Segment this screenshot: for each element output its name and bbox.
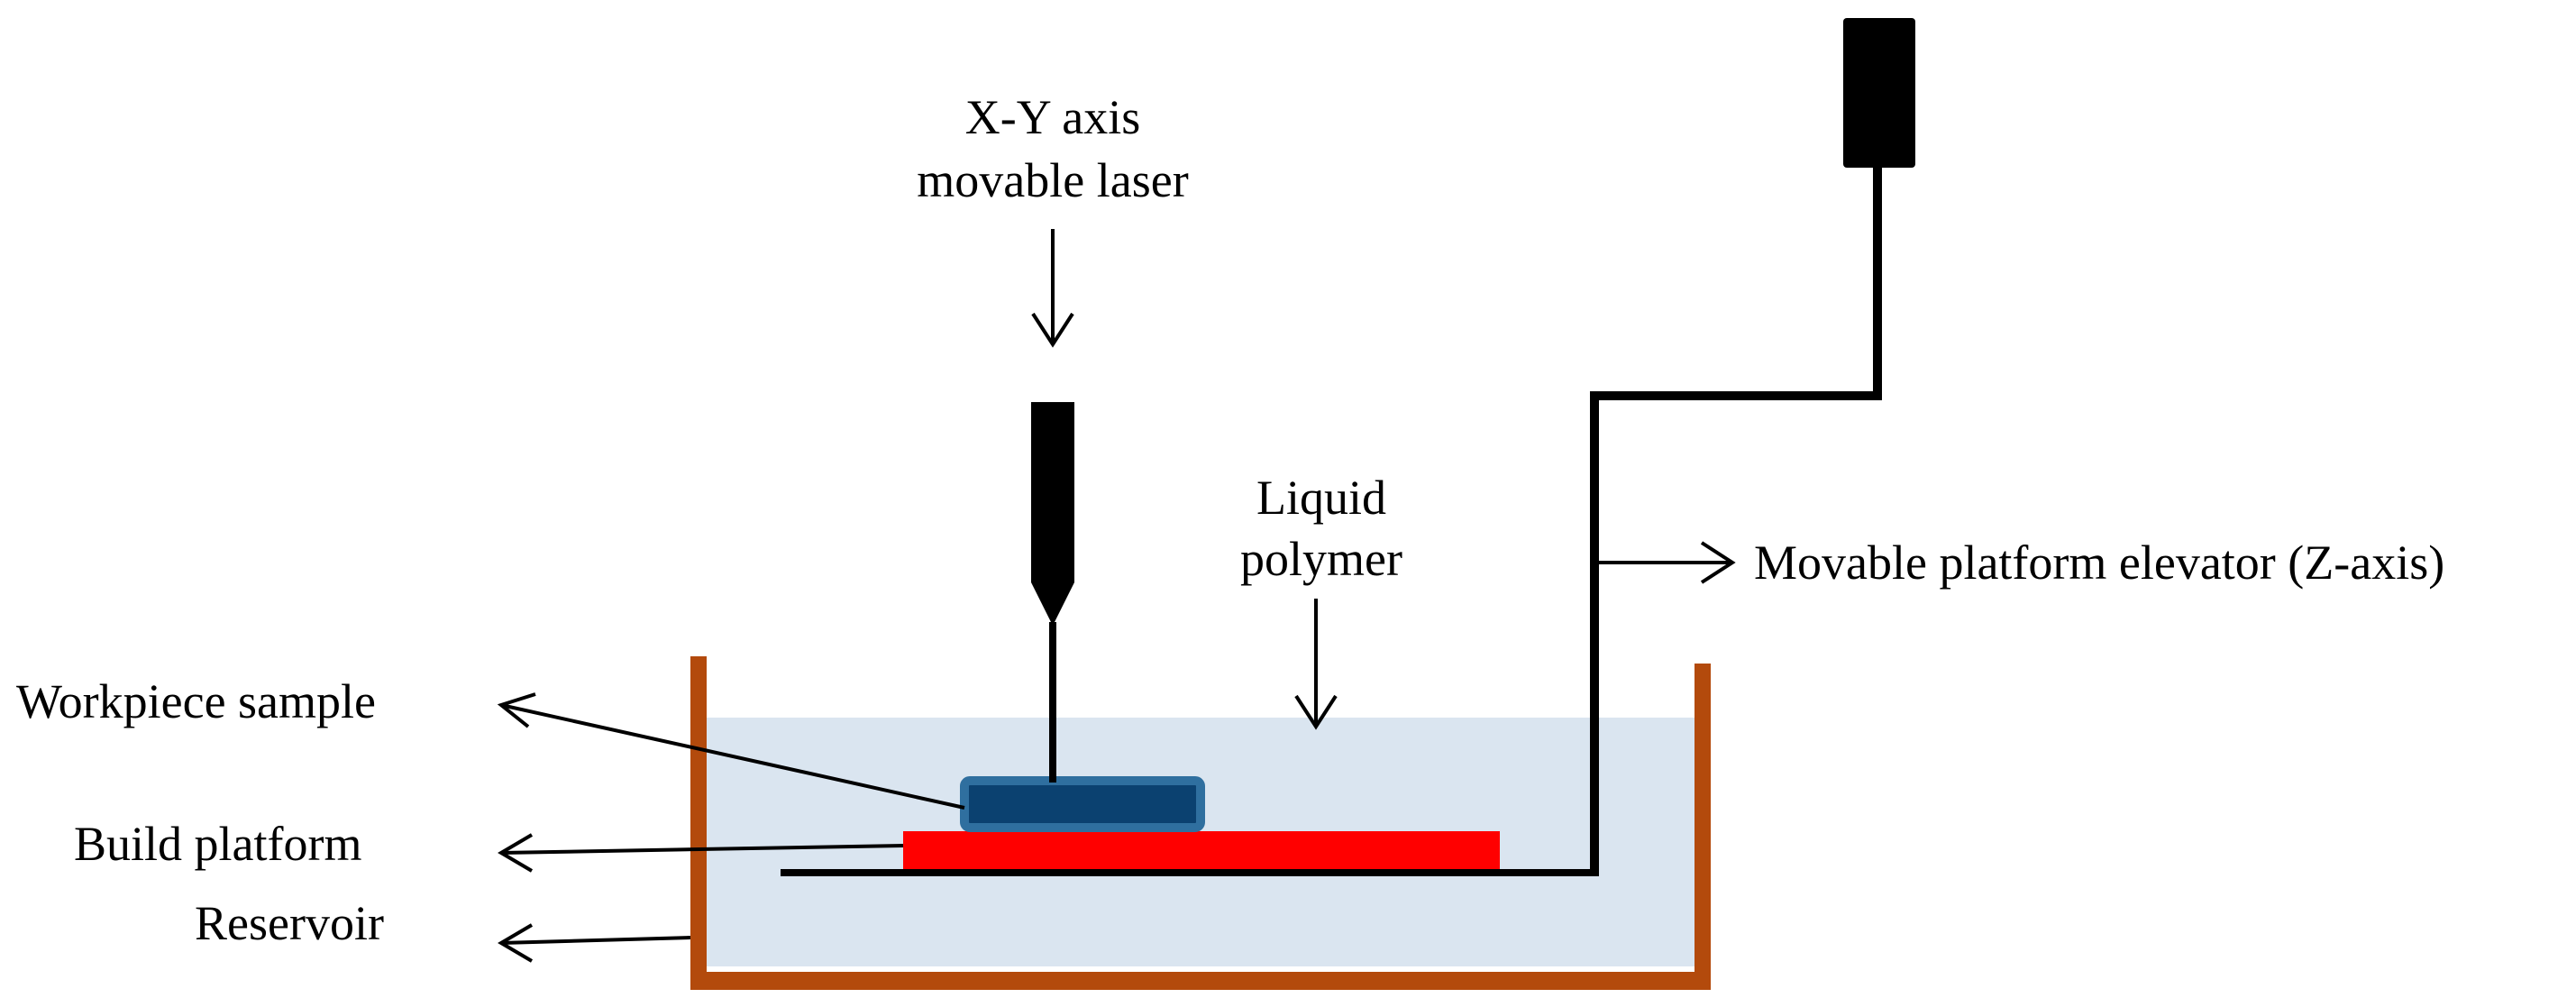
build-platform	[903, 831, 1500, 873]
reservoir	[690, 656, 1711, 990]
polymer-label-line2: polymer	[1240, 532, 1402, 586]
workpiece-arrow	[497, 692, 965, 810]
workpiece-sample	[960, 776, 1205, 832]
laser-arrow	[1031, 229, 1074, 348]
reservoir-arrow	[498, 923, 691, 963]
laser-head	[1031, 402, 1074, 783]
workpiece-label: Workpiece sample	[16, 674, 376, 728]
laser-label-line1: X-Y axis	[965, 90, 1140, 144]
build-platform-label: Build platform	[74, 817, 361, 871]
platform-base	[781, 869, 1599, 876]
elevator-label: Movable platform elevator (Z-axis)	[1754, 536, 2444, 590]
polymer-label-line1: Liquid	[1256, 471, 1386, 525]
elevator-arrow	[1599, 541, 1736, 584]
platform-elevator	[1590, 18, 1915, 876]
reservoir-label: Reservoir	[195, 896, 384, 950]
polymer-arrow	[1294, 599, 1338, 730]
laser-label-line2: movable laser	[917, 153, 1188, 207]
build-platform-arrow	[498, 833, 904, 873]
